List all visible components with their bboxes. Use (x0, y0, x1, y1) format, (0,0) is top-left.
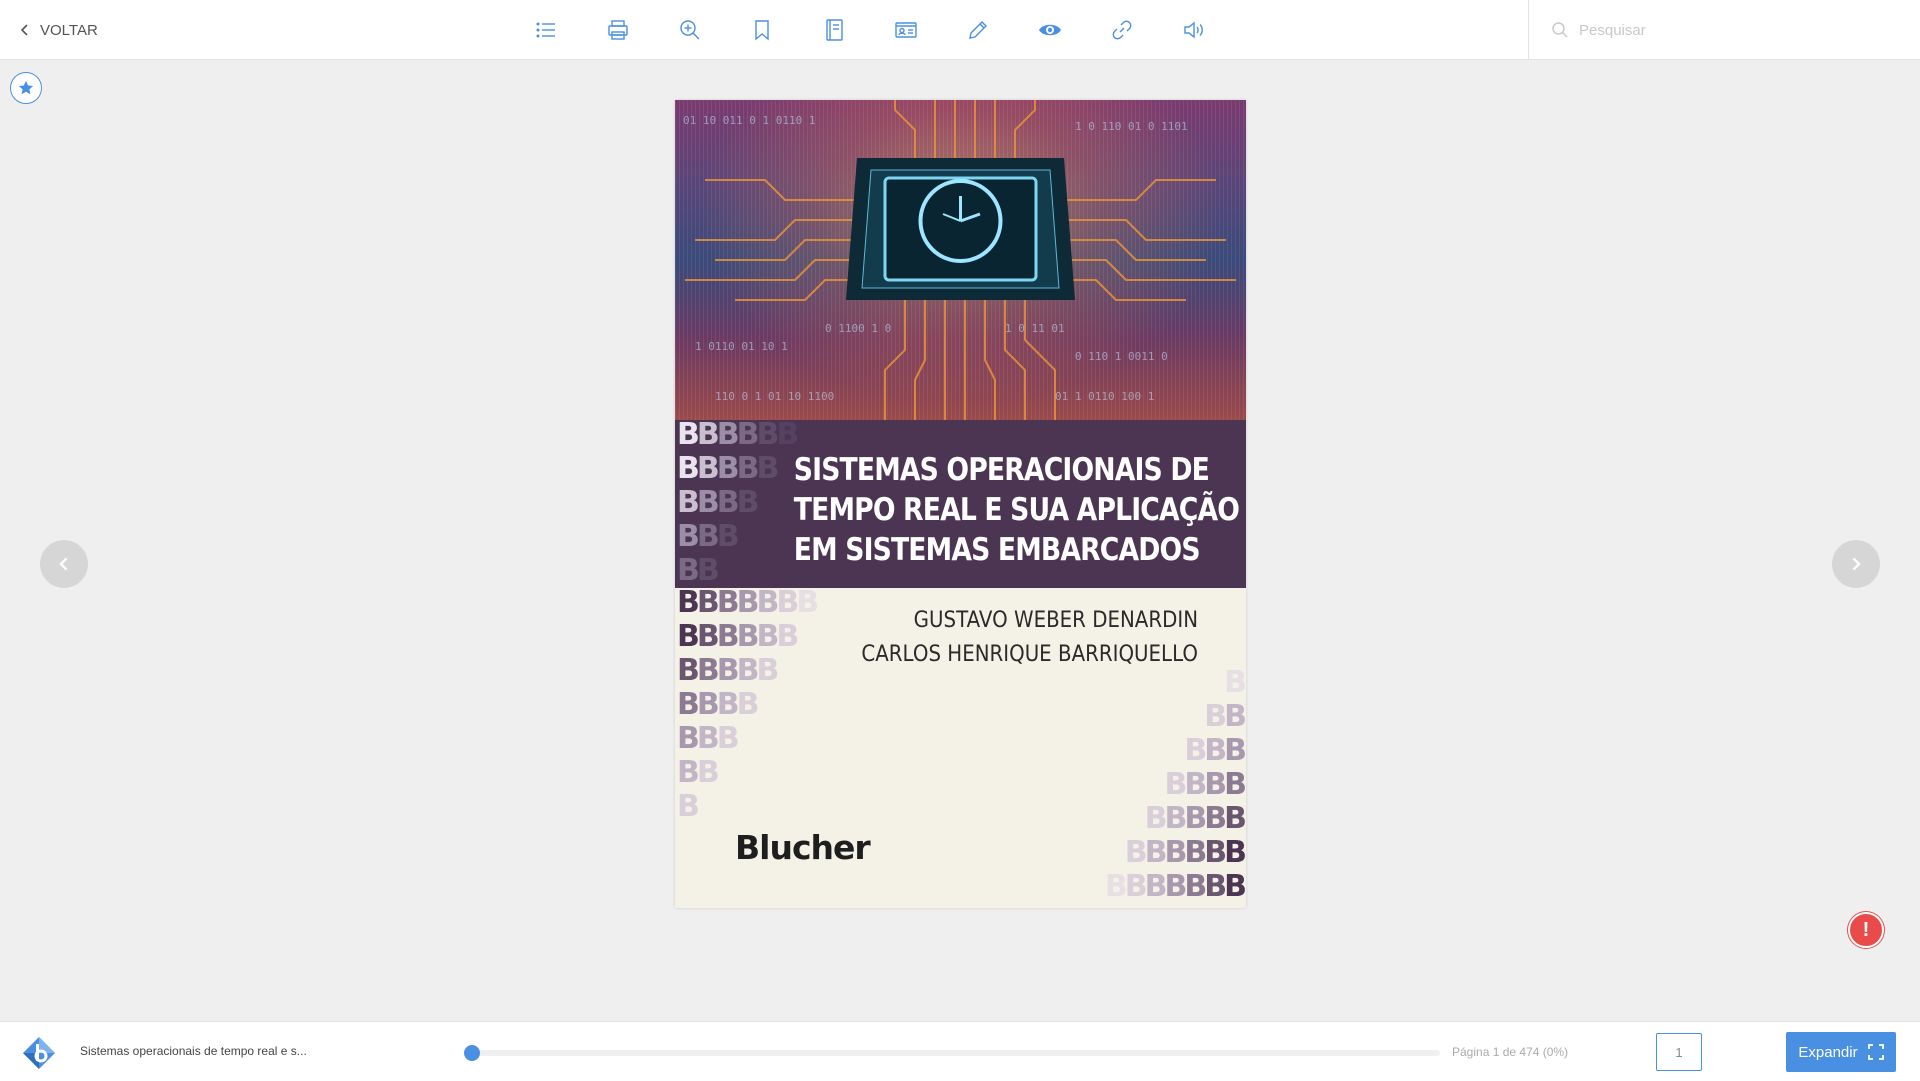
letter-pattern: BBBBBB BBBBB BBBB BBB BB (677, 417, 799, 588)
print-icon (608, 20, 628, 40)
search-input[interactable] (1579, 21, 1879, 39)
svg-text:0 1100 1 0: 0 1100 1 0 (825, 322, 891, 335)
previous-page-button[interactable] (40, 540, 88, 588)
speaker-icon (1184, 21, 1203, 39)
app-logo-icon (23, 1037, 55, 1069)
report-problem-button[interactable]: ! (1848, 912, 1884, 948)
author-name: CARLOS HENRIQUE BARRIQUELLO (861, 642, 1198, 667)
back-label: VOLTAR (40, 21, 98, 39)
svg-text:1 0 11 01: 1 0 11 01 (1005, 322, 1065, 335)
favorite-button[interactable] (10, 72, 42, 104)
notes-button[interactable] (798, 12, 870, 48)
search-box (1528, 0, 1920, 60)
page-number-input[interactable] (1656, 1033, 1702, 1071)
letter-pattern: BBBBBBB BBBBBB BBBBB BBBB BBB BB B (677, 585, 819, 824)
author-name: GUSTAVO WEBER DENARDIN (913, 608, 1198, 633)
document-title: Sistemas operacionais de tempo real e s.… (80, 1044, 307, 1058)
back-button[interactable]: VOLTAR (20, 18, 98, 42)
share-link-button[interactable] (1086, 12, 1158, 48)
book-title-line: EM SISTEMAS EMBARCADOS (793, 532, 1201, 568)
read-aloud-button[interactable] (1158, 12, 1230, 48)
print-button[interactable] (582, 12, 654, 48)
expand-label: Expandir (1798, 1043, 1858, 1061)
star-icon (18, 80, 34, 95)
link-icon (1112, 20, 1132, 40)
search-icon (1552, 22, 1568, 38)
svg-text:110 0 1 01 10 1100: 110 0 1 01 10 1100 (715, 390, 834, 403)
bookmark-button[interactable] (726, 12, 798, 48)
slider-handle[interactable] (464, 1045, 480, 1061)
notebook-icon (826, 19, 843, 41)
id-card-icon (895, 22, 917, 38)
zoom-in-icon (680, 20, 700, 40)
letter-pattern: B BB BBB BBBB BBBBB BBBBBB BBBBBBB (1104, 665, 1246, 904)
top-toolbar: VOLTAR (0, 0, 1920, 60)
next-page-button[interactable] (1832, 540, 1880, 588)
svg-text:1 0 110 01 0 1101: 1 0 110 01 0 1101 (1075, 120, 1188, 133)
circuit-chip-illustration: 01 10 011 0 1 0110 1 1 0 110 01 0 1101 1… (683, 100, 1236, 420)
page-progress-slider[interactable] (464, 1045, 1440, 1061)
book-title-line: SISTEMAS OPERACIONAIS DE (793, 452, 1210, 488)
cover-illustration: 01 10 011 0 1 0110 1 1 0 110 01 0 1101 1… (675, 100, 1246, 420)
view-mode-button[interactable] (1014, 12, 1086, 48)
title-band (675, 420, 1246, 588)
reader-tools (510, 12, 1230, 48)
chevron-left-icon (59, 557, 68, 571)
bottom-bar: Sistemas operacionais de tempo real e s.… (0, 1021, 1920, 1081)
toc-button[interactable] (510, 12, 582, 48)
chevron-right-icon (1852, 557, 1861, 571)
bookmark-icon (755, 20, 769, 41)
zoom-button[interactable] (654, 12, 726, 48)
list-icon (536, 22, 555, 38)
publisher-logo: Blucher (735, 828, 871, 867)
book-cover-page: 01 10 011 0 1 0110 1 1 0 110 01 0 1101 1… (675, 100, 1246, 908)
chevron-left-icon (20, 24, 28, 36)
svg-text:01 1 0110 100 1: 01 1 0110 100 1 (1055, 390, 1154, 403)
fullscreen-icon (1867, 1044, 1884, 1060)
book-title: SISTEMAS OPERACIONAIS DE TEMPO REAL E SU… (793, 450, 1240, 570)
eye-icon (1039, 24, 1061, 36)
highlight-button[interactable] (942, 12, 1014, 48)
book-title-line: TEMPO REAL E SUA APLICAÇÃO (793, 492, 1240, 528)
exclamation-icon: ! (1862, 918, 1870, 941)
svg-text:0 110 1 0011 0: 0 110 1 0011 0 (1075, 350, 1168, 363)
svg-text:01 10 011 0 1 0110 1: 01 10 011 0 1 0110 1 (683, 114, 815, 127)
book-authors: GUSTAVO WEBER DENARDIN CARLOS HENRIQUE B… (861, 604, 1198, 672)
svg-text:1 0110 01 10 1: 1 0110 01 10 1 (695, 340, 788, 353)
citation-button[interactable] (870, 12, 942, 48)
page-indicator: Página 1 de 474 (0%) (1452, 1045, 1569, 1059)
expand-button[interactable]: Expandir (1786, 1032, 1896, 1072)
pencil-icon (969, 21, 987, 39)
